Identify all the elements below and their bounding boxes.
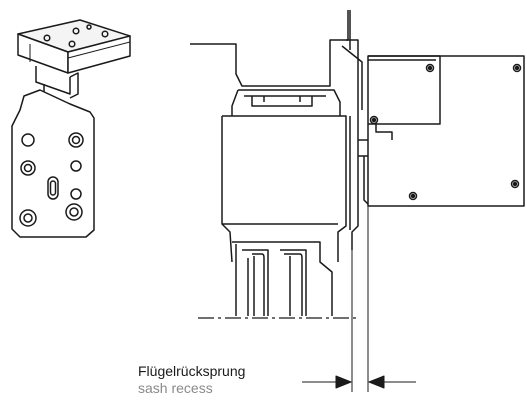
fin-section: [232, 241, 333, 316]
sash-section: [190, 10, 525, 392]
hinge-top-block: [17, 19, 131, 74]
main-block: [221, 115, 347, 263]
sash-recess-dimension: [302, 206, 416, 392]
sash-recess-label-german: Flügelrücksprung: [138, 363, 246, 379]
hinge-part-perspective: [11, 19, 131, 238]
hinge-plate: [11, 89, 95, 238]
hinge-housing: [367, 55, 525, 207]
sash-recess-label-english: sash recess: [138, 380, 213, 396]
